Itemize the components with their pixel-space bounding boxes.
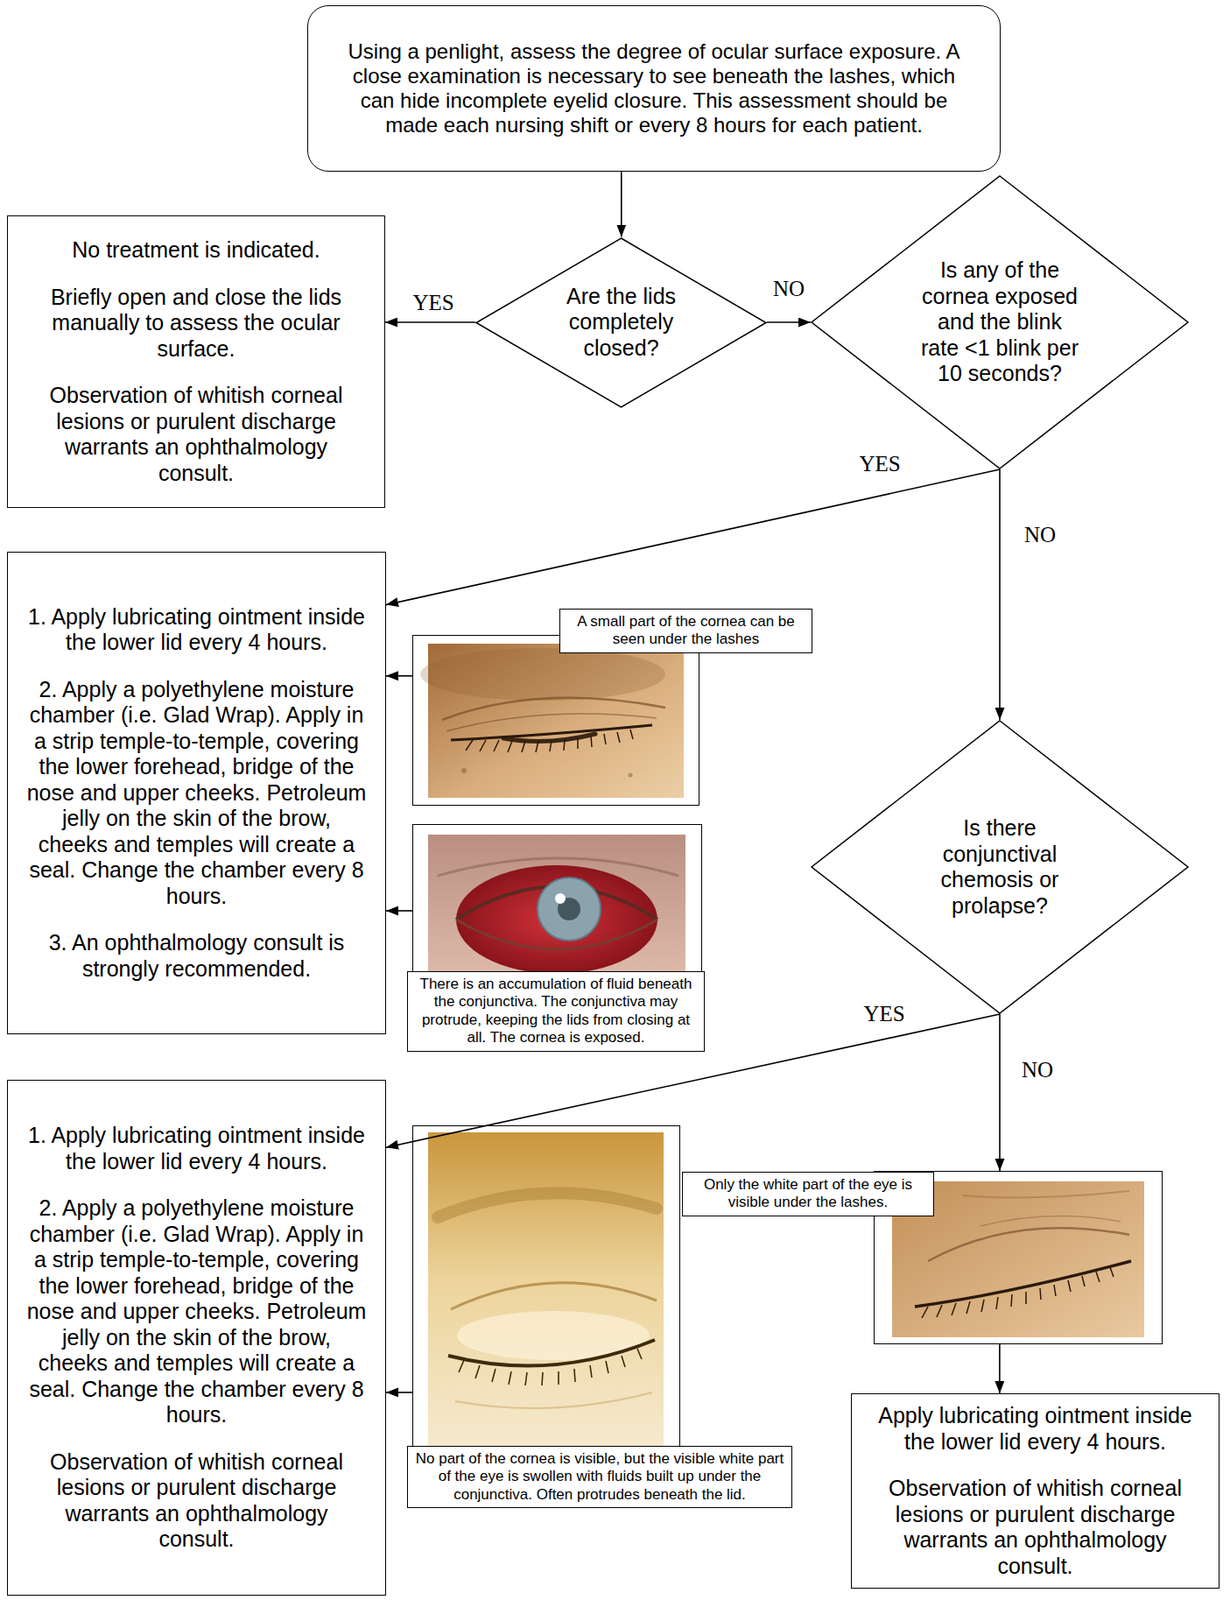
photo-ground [428, 1131, 664, 1454]
lashes [465, 729, 633, 753]
lower-lid [455, 1391, 653, 1408]
node-text: 2. Apply a polyethylene moisture chamber… [25, 676, 369, 910]
text-group: Are the lids completely closed? [547, 283, 696, 362]
node-text: Observation of whitish corneal lesions o… [24, 382, 368, 486]
skin-fold [962, 1190, 1130, 1198]
node-text: Are the lids completely closed? [547, 283, 696, 362]
node-text: Briefly open and close the lids manually… [24, 284, 368, 363]
decision-diamond: Is any of the cornea exposed and the bli… [810, 175, 1189, 470]
edge-label: NO [770, 276, 808, 302]
node-text: Is there conjunctival chemosis or prolap… [936, 815, 1064, 919]
node-text: 2. Apply a polyethylene moisture chamber… [25, 1194, 369, 1428]
lashes [458, 1348, 642, 1385]
edge-label: YES [860, 1001, 907, 1027]
node-text: No treatment is indicated. [24, 237, 368, 264]
node-text: 3. An ophthalmology consult is strongly … [25, 929, 369, 982]
photo-caption: Only the white part of the eye is visibl… [681, 1171, 935, 1216]
photo-callout: Only the white part of the eye is visibl… [873, 1170, 1163, 1344]
flow-arrow [386, 909, 413, 912]
photo-caption: A small part of the cornea can be seen u… [559, 608, 813, 654]
text-group: 1. Apply lubricating ointment inside the… [25, 604, 369, 983]
flow-arrow [998, 1013, 1001, 1171]
lid-crease [450, 1282, 657, 1309]
edge-label: NO [1019, 1057, 1056, 1083]
text-group: Is any of the cornea exposed and the bli… [918, 257, 1082, 387]
flow-arrow [385, 321, 476, 324]
diamond-shape [811, 720, 1188, 1013]
action-box: 1. Apply lubricating ointment inside the… [7, 551, 387, 1034]
text-group: 1. Apply lubricating ointment inside the… [25, 1122, 369, 1553]
skin-spot [461, 767, 467, 774]
eye-photo [420, 643, 684, 798]
text-group: Is there conjunctival chemosis or prolap… [936, 815, 1064, 919]
lash-line [450, 724, 653, 740]
flow-arrow [998, 1343, 1001, 1393]
lid-crease [927, 1227, 1130, 1261]
lid-crease [980, 1215, 1121, 1226]
node-text: Apply lubricating ointment inside the lo… [866, 1402, 1204, 1455]
flow-arrow [998, 469, 1001, 720]
decision-diamond: Is there conjunctival chemosis or prolap… [810, 719, 1189, 1014]
text-group: Apply lubricating ointment inside the lo… [866, 1402, 1204, 1579]
flow-arrow [620, 171, 623, 238]
node-text: Is any of the cornea exposed and the bli… [918, 257, 1082, 387]
photo-callout: A small part of the cornea can be seen u… [412, 634, 700, 806]
eye-photo [428, 1131, 664, 1454]
brow [437, 1192, 657, 1217]
flow-arrow [386, 469, 1000, 605]
photo-callout: There is an accumulation of fluid beneat… [412, 823, 703, 1043]
flow-arrow [766, 321, 811, 324]
decision-diamond: Are the lids completely closed? [475, 237, 767, 408]
lash-line [914, 1260, 1132, 1307]
start-box: Using a penlight, assess the degree of o… [307, 5, 1001, 172]
skin-spot [628, 773, 633, 778]
photo-caption: No part of the cornea is visible, but th… [407, 1445, 793, 1508]
chemotic-eye [456, 864, 658, 974]
flow-arrow [386, 1391, 413, 1393]
text-group: No treatment is indicated. Briefly open a… [24, 237, 368, 486]
photo-callout: No part of the cornea is visible, but th… [412, 1124, 681, 1469]
node-text: Using a penlight, assess the degree of o… [338, 39, 970, 138]
text-group: Using a penlight, assess the degree of o… [338, 39, 970, 138]
brow-shadow [420, 647, 666, 701]
node-text: Observation of whitish corneal lesions o… [25, 1448, 369, 1553]
edge-label: YES [856, 451, 903, 477]
node-text: Observation of whitish corneal lesions o… [866, 1475, 1204, 1579]
highlight [555, 892, 566, 904]
diamond-shape [811, 175, 1188, 469]
node-text: 1. Apply lubricating ointment inside the… [25, 1122, 369, 1174]
node-text: 1. Apply lubricating ointment inside the… [25, 604, 369, 656]
iris [537, 877, 601, 941]
edge-label: YES [409, 290, 457, 316]
photo-caption: There is an accumulation of fluid beneat… [407, 970, 705, 1052]
lid-crease [442, 697, 666, 720]
action-box: No treatment is indicated. Briefly open a… [7, 215, 386, 508]
diamond-shape [476, 238, 767, 408]
action-box: Apply lubricating ointment inside the lo… [850, 1392, 1220, 1589]
flow-arrow [386, 674, 413, 677]
action-box: 1. Apply lubricating ointment inside the… [7, 1079, 387, 1596]
edge-label: NO [1021, 522, 1059, 548]
lashes [921, 1266, 1114, 1318]
